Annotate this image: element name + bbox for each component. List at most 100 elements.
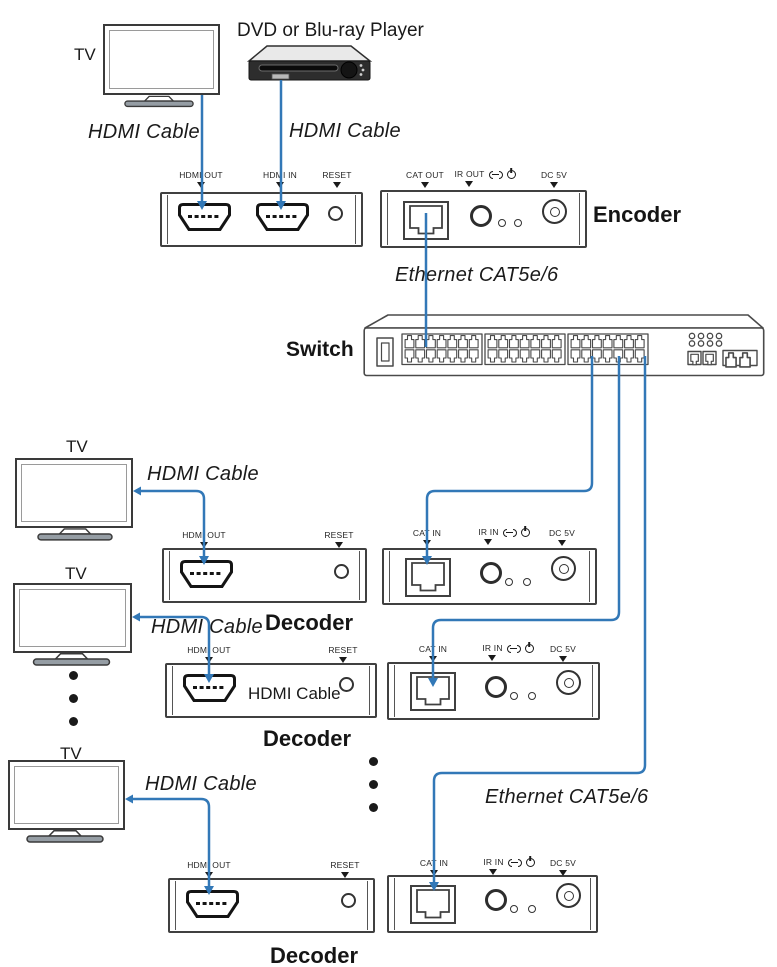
ir-in-jack xyxy=(485,676,507,698)
hdmi-in-port xyxy=(256,203,309,231)
dc-power-jack xyxy=(556,670,581,695)
more-tvs-ellipsis xyxy=(69,671,78,726)
pointer-icon xyxy=(465,181,473,187)
decoder3-network-panel xyxy=(387,875,598,933)
pointer-icon xyxy=(333,181,341,188)
cat-in-port xyxy=(410,672,456,711)
dvd-player-label: DVD or Blu-ray Player xyxy=(237,20,424,41)
led-indicator xyxy=(528,692,536,700)
decoder2-dc5v-label: DC 5V xyxy=(523,645,603,662)
tv3-stand xyxy=(32,653,111,666)
decoder3-hdmi-out-label: HDMI OUT xyxy=(169,861,249,878)
led-indicator xyxy=(528,905,536,913)
tv3 xyxy=(13,583,132,653)
tv4-stand xyxy=(26,830,104,843)
encoder-ir-out-label: IR OUT xyxy=(445,170,525,187)
ir-link-icon xyxy=(488,170,503,179)
led-indicator xyxy=(498,219,506,227)
decoder3-dc5v-label: DC 5V xyxy=(523,859,603,876)
tv1-label: TV xyxy=(74,45,96,64)
hdmi-out-port xyxy=(183,674,236,702)
decoder1-hdmi-out-label: HDMI OUT xyxy=(164,531,244,548)
cable-switch-to-decoder2 xyxy=(431,356,621,679)
reset-button xyxy=(341,893,356,908)
hdmi-cable-label-3: HDMI Cable xyxy=(147,463,259,485)
tv3-label: TV xyxy=(65,564,87,583)
pointer-icon xyxy=(335,541,343,548)
cat-in-port xyxy=(410,885,456,924)
pointer-icon xyxy=(423,539,431,546)
decoder2-network-panel xyxy=(387,662,600,720)
cat-out-port xyxy=(403,201,449,240)
power-icon xyxy=(506,170,516,179)
decoder3-title: Decoder xyxy=(270,943,359,967)
encoder-title: Encoder xyxy=(593,202,682,227)
ir-in-jack xyxy=(480,562,502,584)
cat-in-port xyxy=(405,558,451,597)
hdmi-cable-label-4: HDMI Cable xyxy=(151,616,263,638)
pointer-icon xyxy=(276,181,284,188)
pointer-icon xyxy=(421,181,429,188)
hdmi-out-port xyxy=(186,890,239,918)
encoder-hdmi-out-label: HDMI OUT xyxy=(161,171,241,188)
encoder-hdmi-panel xyxy=(160,192,363,247)
tv2-label: TV xyxy=(66,437,88,456)
ir-out-jack xyxy=(470,205,492,227)
tv2-screen xyxy=(21,464,127,522)
reset-button xyxy=(334,564,349,579)
led-indicator xyxy=(514,219,522,227)
switch-device xyxy=(363,314,765,377)
tv1-screen xyxy=(109,30,214,89)
dc-power-jack xyxy=(542,199,567,224)
reset-button xyxy=(339,677,354,692)
tv3-screen xyxy=(19,589,126,647)
decoder1-title: Decoder xyxy=(265,610,354,635)
pointer-icon xyxy=(429,655,437,662)
pointer-icon xyxy=(489,869,497,875)
decoder1-reset-label: RESET xyxy=(299,531,379,548)
dc-power-jack xyxy=(556,883,581,908)
tv4-screen xyxy=(14,766,119,824)
decoder3-hdmi-panel xyxy=(168,878,375,933)
tv4-label: TV xyxy=(60,744,82,763)
led-indicator xyxy=(505,578,513,586)
ethernet-label-2: Ethernet CAT5e/6 xyxy=(485,786,649,808)
decoder1-cat-in-label: CAT IN xyxy=(387,529,467,546)
led-indicator xyxy=(523,578,531,586)
switch-title: Switch xyxy=(286,338,354,361)
reset-button xyxy=(328,206,343,221)
decoder2-hdmi-cable-text: HDMI Cable xyxy=(248,684,341,703)
cable-switch-to-decoder1 xyxy=(425,356,594,557)
ir-link-icon xyxy=(507,858,522,867)
pointer-icon xyxy=(341,871,349,878)
pointer-icon xyxy=(488,655,496,661)
dc-power-jack xyxy=(551,556,576,581)
decoder2-reset-label: RESET xyxy=(303,646,383,663)
switch-console-ports xyxy=(687,350,717,366)
encoder-dc5v-label: DC 5V xyxy=(514,171,594,188)
dvd-player-device xyxy=(246,45,373,81)
led-indicator xyxy=(510,905,518,913)
decoder1-dc5v-label: DC 5V xyxy=(522,529,602,546)
more-decoders-ellipsis xyxy=(369,757,378,812)
decoder1-network-panel xyxy=(382,548,597,605)
switch-led-indicators xyxy=(688,332,723,347)
encoder-reset-label: RESET xyxy=(297,171,377,188)
pointer-icon xyxy=(484,539,492,545)
pointer-icon xyxy=(200,541,208,548)
tv1 xyxy=(103,24,220,95)
pointer-icon xyxy=(205,871,213,878)
pointer-icon xyxy=(430,869,438,876)
ir-in-jack xyxy=(485,889,507,911)
hdmi-out-port xyxy=(180,560,233,588)
decoder3-reset-label: RESET xyxy=(305,861,385,878)
encoder-cat-out-label: CAT OUT xyxy=(385,171,465,188)
ethernet-label-1: Ethernet CAT5e/6 xyxy=(395,264,559,286)
decoder2-title: Decoder xyxy=(263,726,352,751)
pointer-icon xyxy=(197,181,205,188)
decoder2-cat-in-label: CAT IN xyxy=(393,645,473,662)
tv2 xyxy=(15,458,133,528)
pointer-icon xyxy=(559,655,567,662)
ir-link-icon xyxy=(506,644,521,653)
